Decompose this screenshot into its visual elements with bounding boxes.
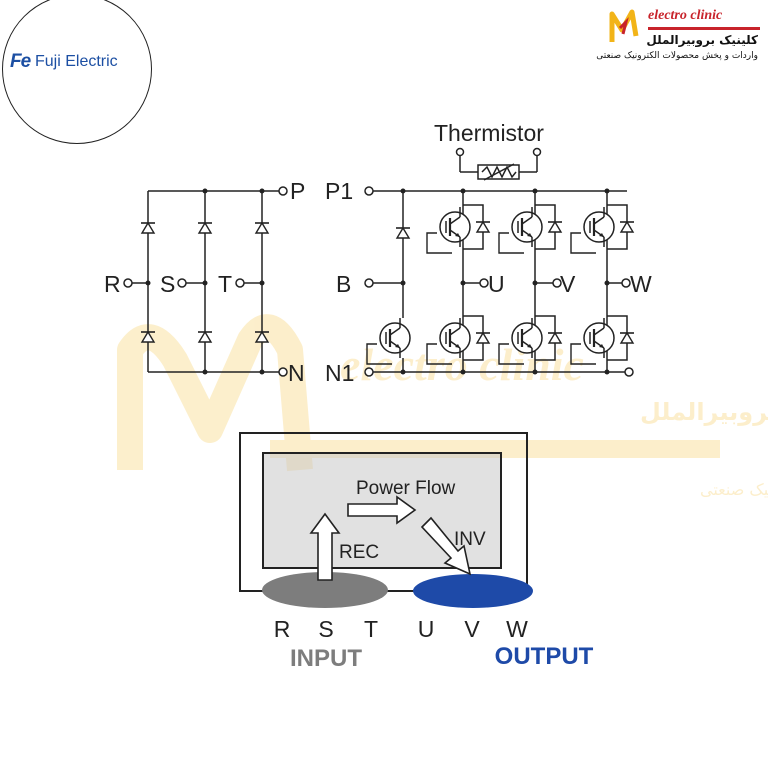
- terminal-label-p: P: [290, 178, 305, 204]
- inv-arrow-icon: [420, 516, 472, 576]
- brand-tagline-fa: واردات و پخش محصولات الکترونیک صنعتی: [596, 51, 758, 61]
- terminal-label-v: V: [560, 271, 576, 297]
- rec-label: REC: [339, 542, 379, 563]
- power-flow-label: Power Flow: [356, 478, 456, 499]
- input-ellipse: [262, 572, 388, 608]
- power-flow-arrow-icon: [347, 495, 417, 525]
- fuji-logo-badge: Fe Fuji Electric: [2, 0, 152, 144]
- inv-label: INV: [454, 529, 486, 550]
- thermistor-terminals: [455, 147, 542, 157]
- terminal-label-u: U: [488, 271, 505, 297]
- rec-arrow-icon: [309, 512, 341, 581]
- terminal-label-s: S: [160, 271, 175, 297]
- electro-clinic-brand: electro clinic کلینیک بروبیرالملل واردات…: [596, 6, 762, 68]
- fuji-logo-mark: Fe: [10, 51, 31, 72]
- terminal-label-p1: P1: [325, 178, 353, 204]
- input-term-s: S: [318, 616, 333, 642]
- output-ellipse: [413, 574, 533, 608]
- fuji-logo-name: Fuji Electric: [35, 53, 118, 70]
- rectifier-junctions: [145, 188, 265, 375]
- gate-leads: [366, 232, 596, 365]
- power-flow-diagram: Power Flow REC INV R S T U V W INPUT OUT…: [239, 432, 594, 672]
- terminal-label-n: N: [288, 360, 305, 386]
- thermistor: [459, 153, 538, 181]
- watermark-brand-fa: کلینیک بروبیرالملل: [640, 398, 768, 426]
- input-term-r: R: [274, 616, 291, 642]
- terminal-label-n1: N1: [325, 360, 354, 386]
- brand-name-fa: کلینیک بروبیرالملل: [646, 33, 758, 47]
- terminal-label-t: T: [218, 271, 232, 297]
- watermark-tagline-fa: واردات و پخش محصولات الکترونیک صنعتی: [700, 480, 768, 500]
- inverter-junctions: [400, 188, 610, 375]
- terminal-label-w: W: [630, 271, 652, 297]
- terminal-label-r: R: [104, 271, 121, 297]
- output-term-u: U: [418, 616, 435, 642]
- brand-underline: [648, 27, 760, 30]
- brand-name-en: electro clinic: [648, 8, 723, 23]
- output-term-w: W: [506, 616, 528, 642]
- rectifier-terminals: [123, 186, 288, 377]
- electro-clinic-logo-icon: [609, 9, 639, 42]
- input-label: INPUT: [290, 645, 362, 672]
- brake-diode: [395, 227, 411, 239]
- terminal-label-b: B: [336, 271, 351, 297]
- input-term-t: T: [364, 616, 378, 642]
- output-term-v: V: [464, 616, 480, 642]
- output-label: OUTPUT: [495, 643, 594, 670]
- inverter-terminals: [364, 186, 634, 377]
- thermistor-label: Thermistor: [434, 120, 544, 146]
